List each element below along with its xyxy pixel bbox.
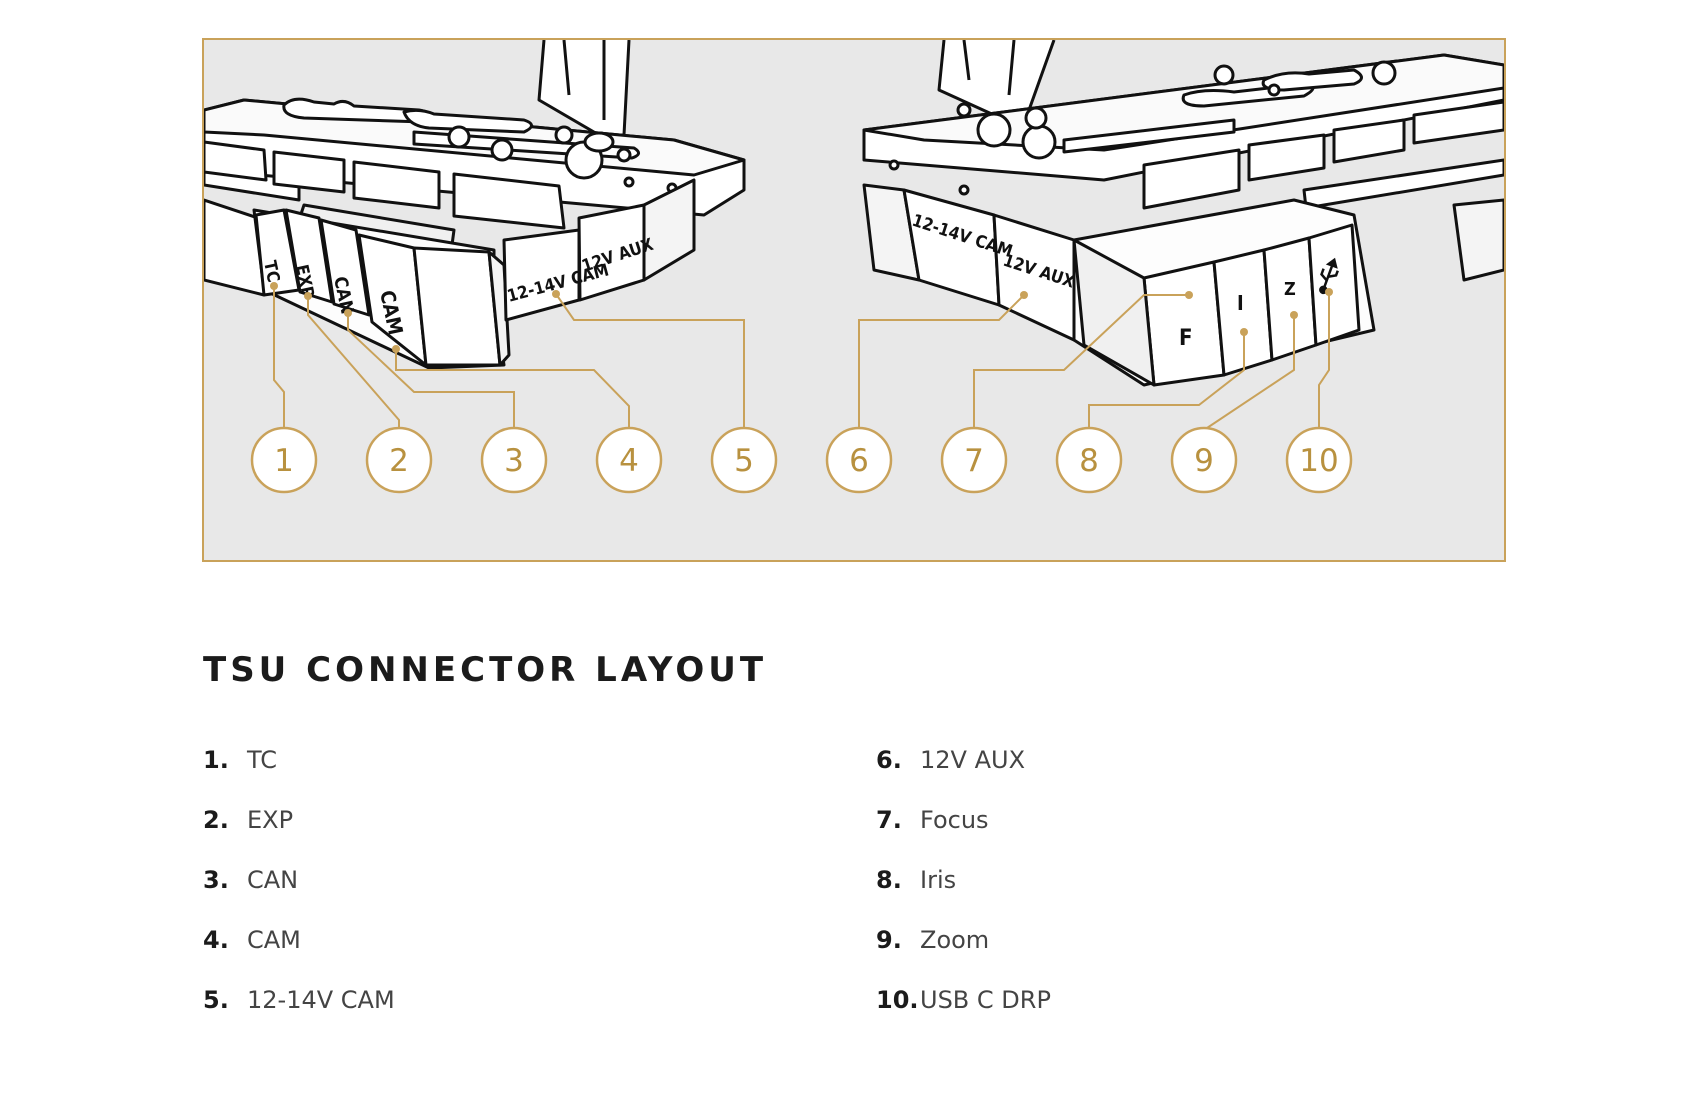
callout-8: 8 (1055, 426, 1123, 494)
callout-10: 10 (1285, 426, 1353, 494)
leader-lines (273, 286, 1330, 431)
leader-dots (270, 282, 1333, 353)
callout-1: 1 (250, 426, 318, 494)
callout-2: 2 (365, 426, 433, 494)
svg-text:2: 2 (389, 443, 409, 479)
section-title: TSU CONNECTOR LAYOUT (203, 650, 768, 690)
callout-4: 4 (595, 426, 663, 494)
svg-text:6: 6 (849, 443, 869, 479)
connector-illustration: TC EXP CAN CAM 12-14V CAM 12V AUX 12-14V… (204, 40, 1504, 494)
legend-item: 3.CAN (203, 866, 299, 894)
callout-5: 5 (710, 426, 778, 494)
legend-list-left: 1.TC 2.EXP 3.CAN 4.CAM 5.12-14V CAM (203, 746, 395, 1046)
left-unit (204, 40, 746, 370)
svg-text:9: 9 (1194, 443, 1214, 479)
legend-item: 7.Focus (876, 806, 989, 834)
svg-text:7: 7 (964, 443, 984, 479)
legend-item: 2.EXP (203, 806, 294, 834)
label-f: F (1179, 326, 1193, 351)
svg-text:4: 4 (619, 443, 639, 479)
legend-item: 6.12V AUX (876, 746, 1026, 774)
connector-diagram: TC EXP CAN CAM 12-14V CAM 12V AUX 12-14V… (202, 38, 1506, 562)
svg-text:3: 3 (504, 443, 524, 479)
legend-item: 8.Iris (876, 866, 957, 894)
label-tc: TC (259, 259, 283, 284)
right-unit (862, 40, 1504, 387)
legend-item: 9.Zoom (876, 926, 990, 954)
svg-text:5: 5 (734, 443, 754, 479)
callout-9: 9 (1170, 426, 1238, 494)
svg-text:8: 8 (1079, 443, 1099, 479)
legend-item: 5.12-14V CAM (203, 986, 395, 1014)
label-z: Z (1284, 279, 1296, 300)
svg-text:1: 1 (274, 443, 294, 479)
callout-6: 6 (825, 426, 893, 494)
legend-item: 4.CAM (203, 926, 301, 954)
label-i: I (1237, 291, 1244, 315)
callouts: 1 2 3 4 5 6 7 8 9 10 (250, 426, 1353, 494)
legend-item: 1.TC (203, 746, 278, 774)
callout-3: 3 (480, 426, 548, 494)
legend-item: 10.USB C DRP (876, 986, 1051, 1014)
svg-text:10: 10 (1299, 443, 1338, 479)
legend-list-right: 6.12V AUX 7.Focus 8.Iris 9.Zoom 10.USB C… (876, 746, 1051, 1046)
usb-icon (1319, 257, 1339, 295)
callout-7: 7 (940, 426, 1008, 494)
